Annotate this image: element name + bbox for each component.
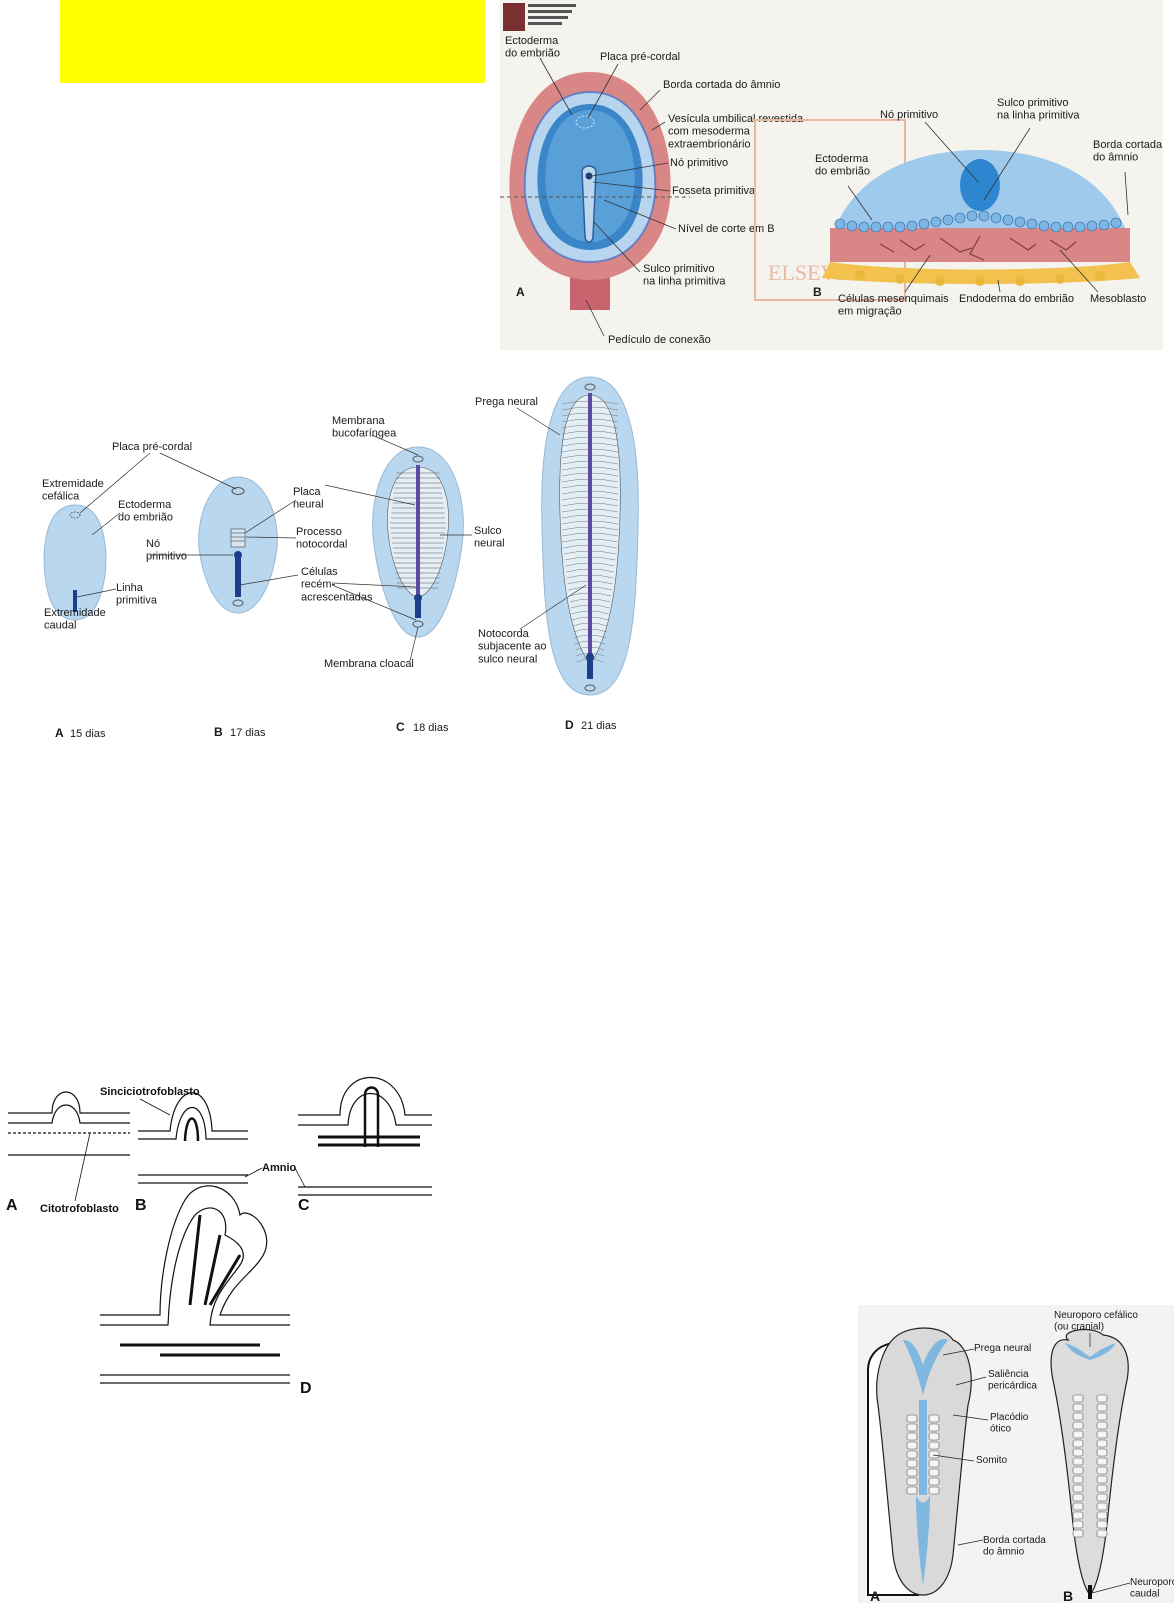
label-stage-b: B (135, 1197, 147, 1214)
leader-lines-a (539, 57, 677, 337)
embryo-section-b (822, 150, 1140, 286)
svg-text:21 dias: 21 dias (581, 720, 617, 732)
svg-text:C: C (396, 720, 405, 734)
highlight-box (60, 0, 485, 83)
label-cut-level: Nível de corte em B (678, 223, 775, 235)
label-letter-b: B (813, 285, 822, 299)
svg-text:B: B (214, 725, 223, 739)
figure-chorionic-villi-svg: Sinciciotrofoblasto Citotrofoblasto Amni… (6, 1077, 432, 1397)
label-primitive-node-b: Nó primitivo (880, 109, 938, 121)
figure-neural-tube-svg: Neuroporo cefálico(ou cranial) Prega neu… (867, 1310, 1174, 1603)
label-amnion: Amnio (262, 1162, 297, 1174)
svg-text:15 dias: 15 dias (70, 728, 106, 740)
stage-label-c: C 18 dias (396, 720, 449, 734)
label-amnion-edge: Borda cortada do âmnio (663, 79, 780, 91)
label-stage-b-4: B (1063, 1588, 1073, 1603)
stage-label-a: A 15 dias (55, 726, 106, 740)
embryo-disc-a (500, 72, 690, 310)
stage-label-b: B 17 dias (214, 725, 266, 739)
label-prechordal-plate: Placa pré-cordal (112, 441, 192, 453)
figure-chorionic-villi: Sinciciotrofoblasto Citotrofoblasto Amni… (0, 1075, 440, 1400)
label-stage-d: D (300, 1380, 312, 1397)
label-syncytiotrophoblast: Sinciciotrofoblasto (100, 1086, 200, 1098)
label-cloacal-membrane: Membrana cloacal (324, 658, 414, 670)
svg-text:18 dias: 18 dias (413, 722, 449, 734)
leader-lines-fig4 (932, 1333, 1131, 1594)
label-connecting-stalk: Pedículo de conexão (608, 334, 711, 346)
embryo-stage-d (541, 376, 639, 696)
embryo-stage-b (198, 476, 278, 614)
villus-stage-a (8, 1091, 130, 1156)
label-cytotrophoblast: Citotrofoblasto (40, 1203, 119, 1215)
villus-stage-d (100, 1185, 290, 1384)
svg-text:A: A (55, 726, 64, 740)
embryo-stage-c (372, 446, 464, 638)
label-stage-a: A (6, 1197, 18, 1214)
label-endoderm-b: Endoderma do embrião (959, 293, 1074, 305)
label-somite: Somito (976, 1455, 1008, 1466)
villus-stage-c (298, 1077, 432, 1196)
leader-lines-fig3 (74, 1098, 306, 1202)
figure-neural-tube: Neuroporo cefálico(ou cranial) Prega neu… (858, 1305, 1174, 1603)
stage-label-d: D 21 dias (565, 718, 617, 732)
label-cephalic-neuropore: Neuroporo cefálico(ou cranial) (1054, 1310, 1138, 1333)
svg-text:D: D (565, 718, 574, 732)
villus-stage-b (138, 1092, 248, 1184)
label-neural-fold: Prega neural (475, 396, 538, 408)
label-stage-a-4: A (870, 1588, 880, 1603)
svg-text:17 dias: 17 dias (230, 727, 266, 739)
label-stage-c: C (298, 1197, 310, 1214)
label-prechordal: Placa pré-cordal (600, 51, 680, 63)
embryo-stage-a (43, 504, 107, 621)
leader-lines-fig2 (76, 407, 587, 662)
label-neural-fold-4: Prega neural (974, 1343, 1031, 1354)
book-cover-icon (503, 3, 525, 31)
leader-lines-b (847, 121, 1129, 293)
embryo-neural-b (1050, 1328, 1129, 1599)
label-mesoblast: Mesoblasto (1090, 293, 1146, 305)
label-primitive-pit: Fosseta primitiva (672, 185, 756, 197)
embryo-neural-a (867, 1327, 972, 1596)
label-letter-a: A (516, 285, 525, 299)
label-primitive-node: Nó primitivo (670, 157, 728, 169)
